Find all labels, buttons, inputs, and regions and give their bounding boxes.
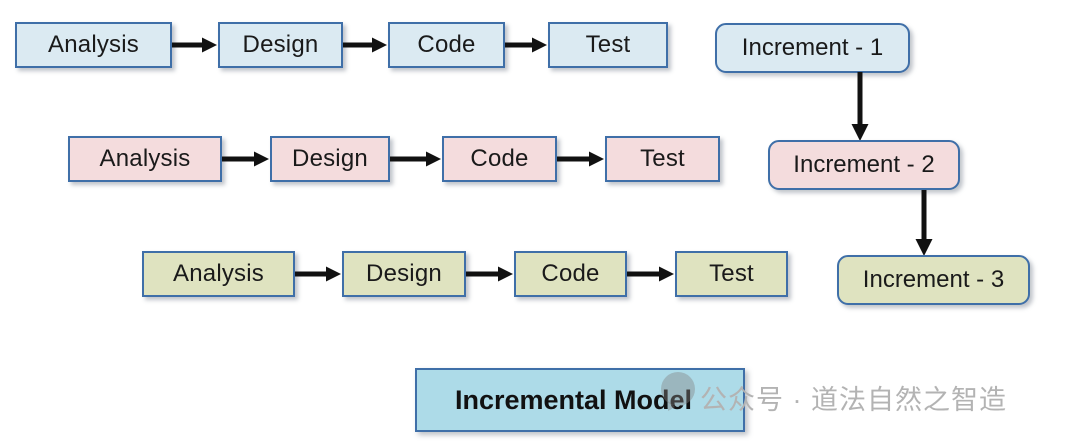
row3-phase-code[interactable]: Code <box>514 251 627 297</box>
row2-arrow-code-test <box>557 150 605 168</box>
row3-arrow-analysis-design <box>295 265 342 283</box>
increment-box-2[interactable]: Increment - 2 <box>768 140 960 190</box>
row2-phase-test[interactable]: Test <box>605 136 720 182</box>
row1-phase-test[interactable]: Test <box>548 22 668 68</box>
row3-arrow-design-code <box>466 265 514 283</box>
row2-phase-analysis[interactable]: Analysis <box>68 136 222 182</box>
page-title: Incremental Model <box>455 384 693 415</box>
row1-phase-analysis[interactable]: Analysis <box>15 22 172 68</box>
row2-phase-code[interactable]: Code <box>442 136 557 182</box>
row1-arrow-code-test <box>505 36 548 54</box>
chat-bubble-icon <box>661 372 695 411</box>
watermark-text: 公众号 · 道法自然之智造 <box>700 385 1007 415</box>
row3-phase-analysis[interactable]: Analysis <box>142 251 295 297</box>
row2-arrow-design-code <box>390 150 442 168</box>
increment-arrow-2-to-3 <box>912 190 936 257</box>
row1-arrow-analysis-design <box>172 36 218 54</box>
row1-phase-code[interactable]: Code <box>388 22 505 68</box>
row1-phase-design[interactable]: Design <box>218 22 343 68</box>
increment-box-1[interactable]: Increment - 1 <box>715 23 910 73</box>
increment-arrow-1-to-2 <box>848 72 872 142</box>
row3-phase-test[interactable]: Test <box>675 251 788 297</box>
row3-phase-design[interactable]: Design <box>342 251 466 297</box>
increment-box-3[interactable]: Increment - 3 <box>837 255 1030 305</box>
row2-arrow-analysis-design <box>222 150 270 168</box>
row2-phase-design[interactable]: Design <box>270 136 390 182</box>
row1-arrow-design-code <box>343 36 388 54</box>
row3-arrow-code-test <box>627 265 675 283</box>
diagram-title-box: Incremental Model <box>415 368 745 432</box>
